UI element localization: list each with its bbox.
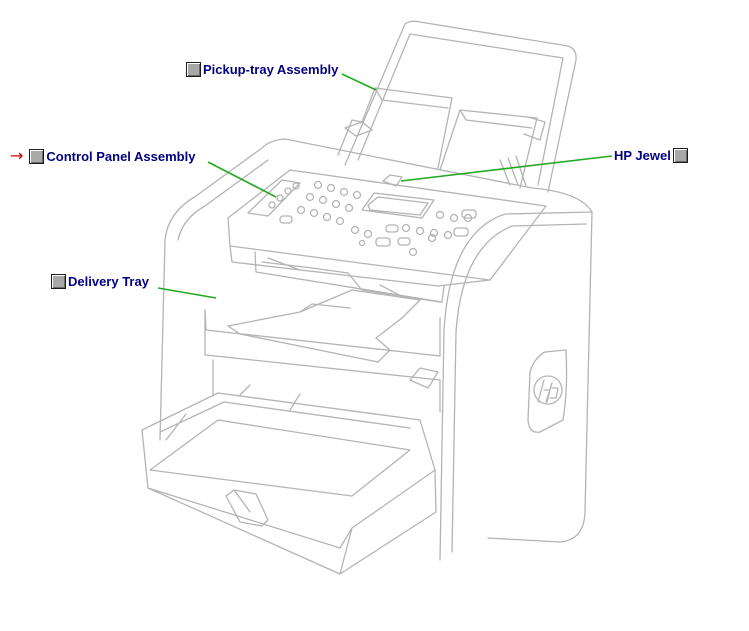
pickup-guide-right-inner [459,109,533,129]
pickup-tray-button-icon[interactable] [186,62,201,77]
delivery-slot [254,251,445,303]
callout-hp-jewel[interactable]: HP Jewel [614,148,688,163]
delivery-tray-button-icon[interactable] [51,274,66,289]
pickup-tray-inner [357,33,564,186]
hp-logo-icon [533,375,563,405]
printer-body-outline [164,138,593,543]
control-panel-led-strip [247,179,301,217]
control-panel-front [229,245,491,287]
paper-tray-top [149,419,411,497]
paper-tray-inner-edge [159,401,411,433]
leader-lines [157,73,613,299]
callout-delivery-tray[interactable]: Delivery Tray [51,274,149,289]
control-panel-label[interactable]: Control Panel Assembly [46,148,196,164]
status-light [409,367,439,389]
hp-jewel-shape [382,174,403,187]
pickup-guide-left-inner [374,87,449,109]
delivery-tray-inner [227,289,421,339]
control-panel-lcd-frame [361,192,435,219]
pickup-guide-tab-left [344,121,373,137]
printer-body-top-inner [177,159,269,241]
pickup-tray-outline [344,20,577,193]
pickup-tray-label[interactable]: Pickup-tray Assembly [203,62,339,77]
printer-side-edge [439,211,593,561]
control-panel-buttons [268,180,477,257]
callout-control-panel[interactable]: → Control Panel Assembly [10,148,195,164]
delivery-tray-label[interactable]: Delivery Tray [68,274,149,289]
side-logo-panel [527,349,568,433]
control-panel-button-icon[interactable] [29,148,45,164]
paper-tray-outline [141,392,436,575]
delivery-extension [299,303,351,313]
delivery-slot-upper [261,261,441,303]
hp-jewel-label[interactable]: HP Jewel [614,148,671,163]
control-panel-outline [227,169,547,281]
hp-jewel-button-icon[interactable] [672,148,688,163]
pickup-guide-right [439,109,538,189]
leader-line-control-panel [207,161,277,198]
printer-illustration [141,20,593,575]
right-arrow-icon: → [10,146,24,165]
callout-pickup-tray[interactable]: Pickup-tray Assembly [186,62,338,77]
delivery-paper-stop [227,325,391,363]
paper-tray-inner [147,487,353,549]
leader-line-delivery-tray [157,287,217,299]
control-panel-lcd [367,196,429,216]
leader-line-pickup-tray [341,73,377,91]
leader-line-hp-jewel [400,155,613,182]
printer-side-edge-inner [451,223,587,553]
pickup-guide-left [337,87,453,169]
delivery-tray-outline [204,309,441,357]
pickup-guide-tab-right [523,116,546,141]
